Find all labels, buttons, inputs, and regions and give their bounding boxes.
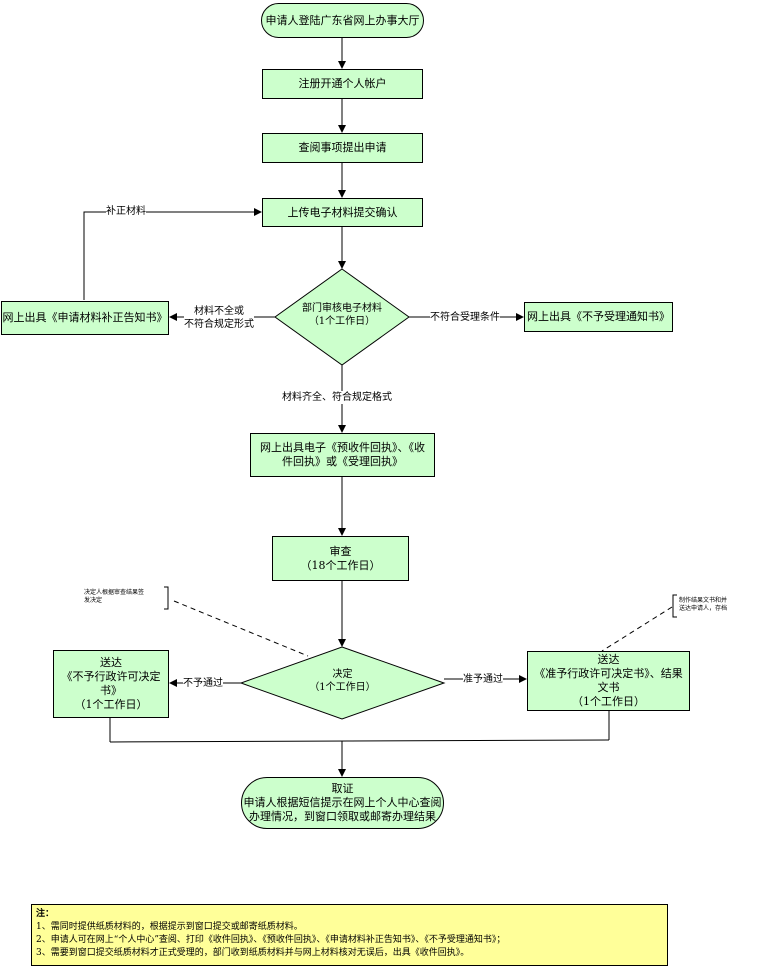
edge-merge (109, 739, 610, 743)
deliver-yes-line1: 送达 (597, 653, 620, 666)
edge-label-not-eligible: 不符合受理条件 (430, 311, 500, 324)
annotation-left-line1: 决定人根据审查结果签 (84, 589, 145, 596)
deliver-no-line3: 书》 (100, 684, 122, 697)
deliver-no-line1: 送达 (100, 656, 122, 669)
review-line1: 部门审核电子材料 (302, 303, 382, 314)
node-exam: 审查 （18个工作日） (272, 536, 409, 581)
notes-box: 注： 1、需同时提供纸质材料的，根据提示到窗口提交或邮寄纸质材料。 2、申请人可… (31, 904, 668, 966)
deliver-yes-line3: 文书 (597, 681, 620, 694)
collect-line3: 办理情况，到窗口领取或邮寄办理结果 (249, 810, 436, 823)
receipt-line2: 件回执》或《受理回执》 (282, 455, 403, 468)
node-reject-notice: 网上出具《不予受理通知书》 (524, 302, 673, 332)
decide-line1: 决定 (332, 669, 353, 680)
node-register: 注册开通个人帐户 (262, 69, 423, 99)
exam-line2: （18个工作日） (300, 558, 381, 572)
diamond-review (274, 268, 410, 366)
incomplete-line1: 材料不全或 (194, 306, 244, 317)
diamond-review-label: 部门审核电子材料 （1个工作日） (275, 302, 409, 328)
annotation-left: 决定人根据审查结果签 发决定 (84, 589, 144, 605)
edge-label-approved: 准予通过 (463, 673, 503, 686)
deliver-yes-line2: 《准予行政许可决定书》、结果 (534, 667, 683, 680)
annotation-left-line2: 发决定 (84, 597, 103, 604)
annotation-right-line1: 制作结果文书和并 (679, 597, 728, 604)
notes-item-2: 2、申请人可在网上“个人中心”查阅、打印《收件回执》、《预收件回执》、《申请材料… (36, 935, 506, 945)
node-deliver-no: 送达 《不予行政许可决定 书》 （1个工作日） (53, 650, 169, 718)
notes-item-1: 1、需同时提供纸质材料的，根据提示到窗口提交或邮寄纸质材料。 (36, 922, 303, 932)
node-apply: 查阅事项提出申请 (262, 133, 423, 163)
node-deliver-yes: 送达 《准予行政许可决定书》、结果 文书 （1个工作日） (527, 651, 690, 711)
node-supplement-notice: 网上出具《申请材料补正告知书》 (1, 301, 169, 335)
node-upload: 上传电子材料提交确认 (262, 198, 423, 227)
notes-title: 注： (36, 909, 55, 919)
edge-supplement-upload (83, 208, 262, 300)
annotation-left-bracket (164, 586, 169, 610)
exam-line1: 审查 (329, 544, 352, 558)
edge-label-not-approved: 不予通过 (183, 677, 223, 690)
annotation-right-line2: 送达申请人，存档 (679, 605, 728, 612)
incomplete-line2: 不符合规定形式 (184, 319, 254, 330)
annotation-left-leader (173, 600, 309, 657)
edge-label-incomplete: 材料不全或 不符合规定形式 (184, 305, 254, 331)
edge-label-complete: 材料齐全、符合规定格式 (282, 391, 392, 404)
edge-label-supplement: 补正材料 (106, 205, 146, 218)
notes-item-3: 3、需要到窗口提交纸质材料才正式受理的，部门收到纸质材料并与网上材料核对无误后，… (36, 948, 470, 958)
receipt-line1: 网上出具电子《预收件回执》、《收 (260, 441, 425, 454)
deliver-no-line2: 《不予行政许可决定 (61, 670, 161, 683)
collect-line1: 取证 (331, 782, 354, 795)
annotation-right-bracket (672, 594, 677, 618)
diamond-decide (239, 646, 446, 720)
deliver-yes-line4: （1个工作日） (572, 695, 645, 708)
decide-line2: （1个工作日） (309, 682, 376, 693)
node-start: 申请人登陆广东省网上办事大厅 (261, 3, 424, 38)
deliver-no-line4: （1个工作日） (74, 698, 148, 711)
review-line2: （1个工作日） (308, 316, 376, 327)
node-receipt: 网上出具电子《预收件回执》、《收 件回执》或《受理回执》 (250, 433, 435, 477)
annotation-right-leader (601, 606, 673, 652)
annotation-right: 制作结果文书和并 送达申请人，存档 (679, 597, 727, 613)
collect-line2: 申请人根据短信提示在网上个人中心查阅 (243, 796, 442, 809)
diamond-decide-label: 决定 （1个工作日） (241, 668, 444, 694)
node-collect: 取证 申请人根据短信提示在网上个人中心查阅 办理情况，到窗口领取或邮寄办理结果 (241, 777, 444, 829)
